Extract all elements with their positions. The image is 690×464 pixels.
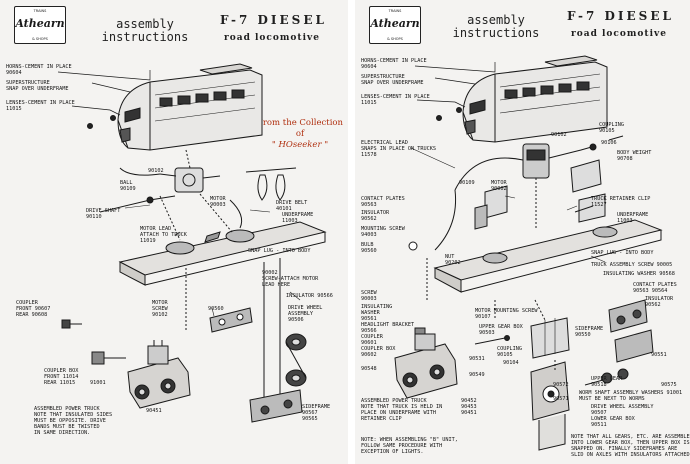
label-lenses: LENSES-CEMENT IN PLACE 11015 <box>361 94 430 106</box>
label-gears-note: NOTE THAT ALL GEARS, ETC. ARE ASSEMBLED … <box>571 434 690 458</box>
label-b-unit-note: NOTE: WHEN ASSEMBLING "B" UNIT, FOLLOW S… <box>361 437 458 455</box>
label-coupler-box: COUPLER BOX 90602 <box>361 346 396 358</box>
label-90560: 90560 <box>208 306 224 312</box>
label-ball: BALL 90109 <box>120 180 136 192</box>
label-90102-top: 90102 <box>148 168 164 174</box>
label-90551: 90551 <box>651 352 667 358</box>
label-coupling: COUPLING 90105 <box>497 346 522 358</box>
label-contact-plates-2: CONTACT PLATES 90563 90564 <box>633 282 677 294</box>
right-instruction-sheet: TRAINS Athearn & SHOPS assembly instruct… <box>355 0 690 464</box>
label-insulator-1: INSULATOR 90562 <box>361 210 390 222</box>
label-lower-gear-box: LOWER GEAR BOX 90511 <box>591 416 635 428</box>
label-worm-shaft: WORM SHAFT ASSEMBLY WASHERS 91001 MUST B… <box>579 390 683 402</box>
label-snap-lug: SNAP LUG - INTO BODY <box>248 248 311 254</box>
collection-stamp: From the Collection of " HOseeker " <box>256 118 344 150</box>
athearn-logo: TRAINS Athearn & SHOPS <box>369 6 421 44</box>
label-superstructure: SUPERSTRUCTURE SNAP OVER UNDERFRAME <box>6 80 69 92</box>
label-90549: 90549 <box>469 372 485 378</box>
label-nut: NUT 90202 <box>445 254 461 266</box>
label-90572: 90572 <box>553 382 569 388</box>
sheet-title-line1: assembly <box>116 17 174 31</box>
label-90575: 90575 <box>661 382 677 388</box>
label-truck-retainer: TRUCK RETAINER CLIP 11527 <box>591 196 651 208</box>
label-motor: MOTOR 90002 <box>491 180 507 192</box>
label-underframe: UNDERFRAME 11003 <box>617 212 649 224</box>
label-coupling-see-below: COUPLING 90105 <box>599 122 624 134</box>
label-sideframe: SIDEFRAME 90550 <box>575 326 604 338</box>
label-assembled-truck: ASSEMBLED POWER TRUCK NOTE THAT TRUCK IS… <box>361 398 443 422</box>
label-90106: 90106 <box>601 140 617 146</box>
label-insulator-2: INSULATOR 90562 <box>645 296 674 308</box>
model-subtitle: road locomotive <box>571 29 667 39</box>
label-drive-shaft: DRIVE SHAFT 90110 <box>86 208 121 220</box>
sheet-title-line2: instructions <box>101 30 189 44</box>
label-motor: MOTOR 90003 <box>210 196 226 208</box>
label-91001: 91001 <box>90 380 106 386</box>
label-90531: 90531 <box>469 356 485 362</box>
label-contact-plates: CONTACT PLATES 90563 <box>361 196 405 208</box>
label-truck-screw: TRUCK ASSEMBLY SCREW 90005 <box>591 262 673 268</box>
label-sideframe: SIDEFRAME 90567 90565 <box>302 404 331 422</box>
label-horns: HORNS-CEMENT IN PLACE 90604 <box>361 58 427 70</box>
label-screw-attach: 90002 SCREW-ATTACH MOTOR LEAD HERE <box>262 270 319 288</box>
label-underframe: UNDERFRAME 11003 <box>282 212 314 224</box>
athearn-logo: TRAINS Athearn & SHOPS <box>14 6 66 44</box>
label-electrical-lead: ELECTRICAL LEAD SNAPS IN PLACE ON TRUCKS… <box>361 140 436 158</box>
label-motor-mounting-screw: MOTOR MOUNTING SCREW 90107 <box>475 308 538 320</box>
label-insulating-washer: INSULATING WASHER 90568 <box>603 271 675 277</box>
label-screw: SCREW 90003 <box>361 290 377 302</box>
label-drive-wheel: DRIVE WHEEL ASSEMBLY 90507 <box>591 404 654 416</box>
sheet-title-line1: assembly <box>467 13 525 27</box>
label-90102: 90102 <box>551 132 567 138</box>
exploded-diagram-left <box>57 63 327 423</box>
label-body-weight: BODY WEIGHT 90708 <box>617 150 652 162</box>
sheet-title-line2: instructions <box>452 26 540 40</box>
label-drive-belt: DRIVE BELT 40101 <box>276 200 308 212</box>
label-motor-screw: MOTOR SCREW 90102 <box>152 300 168 318</box>
label-90571: 90571 <box>553 396 569 402</box>
label-headlight-bracket: HEADLIGHT BRACKET 90566 <box>361 322 415 334</box>
label-90104: 90104 <box>503 360 519 366</box>
label-drive-wheel: DRIVE WHEEL ASSEMBLY 90506 <box>288 305 323 323</box>
label-lenses: LENSES-CEMENT IN PLACE 11015 <box>6 100 75 112</box>
label-coupler: COUPLER 90601 <box>361 334 383 346</box>
label-90452: 90452 90453 90451 <box>461 398 477 416</box>
label-assembled-truck: ASSEMBLED POWER TRUCK NOTE THAT INSULATE… <box>34 406 113 436</box>
label-insulating-washer-2: INSULATING WASHER 90561 <box>361 304 393 322</box>
model-subtitle: road locomotive <box>224 33 320 43</box>
label-superstructure: SUPERSTRUCTURE SNAP OVER UNDERFRAME <box>361 74 424 86</box>
label-motor-lead: MOTOR LEAD ATTACH TO TRUCK 11019 <box>140 226 187 244</box>
label-90548: 90548 <box>361 366 377 372</box>
label-snap-lug: SNAP LUG - INTO BODY <box>591 250 654 256</box>
label-horns: HORNS-CEMENT IN PLACE 90604 <box>6 64 72 76</box>
label-mounting-screw: MOUNTING SCREW 94003 <box>361 226 405 238</box>
label-upper-gear: UPPER GEAR 90518 <box>591 376 623 388</box>
label-90451: 90451 <box>146 408 162 414</box>
label-90109: 90109 <box>459 180 475 186</box>
exploded-diagram-right <box>394 55 663 451</box>
label-coupler-box: COUPLER BOX FRONT 11014 REAR 11015 <box>44 368 79 386</box>
label-upper-gear-box: UPPER GEAR BOX 90503 <box>479 324 523 336</box>
model-name: F-7 DIESEL <box>567 9 674 23</box>
label-coupler: COUPLER FRONT 90607 REAR 90608 <box>16 300 51 318</box>
model-name: F-7 DIESEL <box>220 13 327 27</box>
label-bulb: BULB 90560 <box>361 242 377 254</box>
left-instruction-sheet: TRAINS Athearn & SHOPS assembly instruct… <box>0 0 348 464</box>
label-insulator: INSULATOR 90566 <box>286 293 333 299</box>
